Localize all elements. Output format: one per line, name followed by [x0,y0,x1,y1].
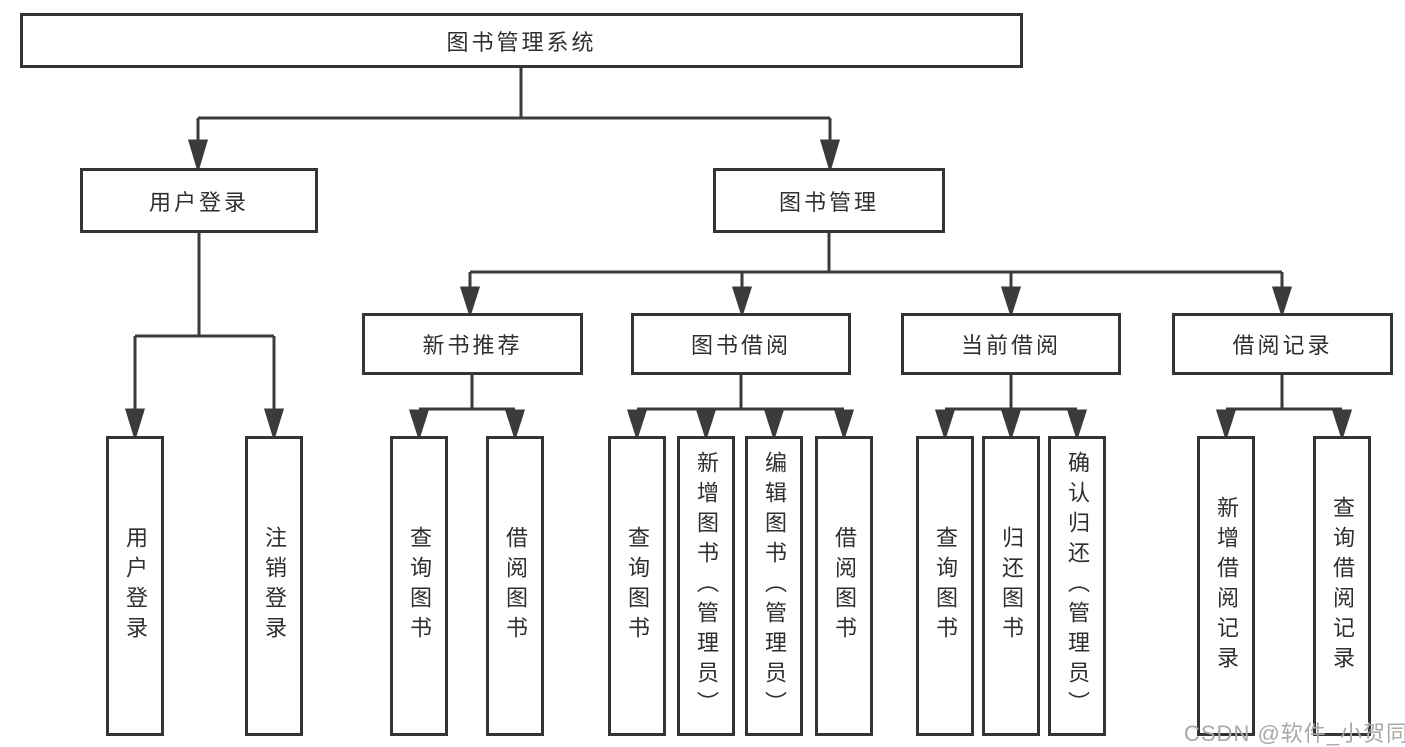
node-book-borrowing: 图书借阅 [631,313,851,375]
node-leaf-add-book-admin: 新增图书（管理员） [677,436,735,736]
node-leaf-edit-book-admin: 编辑图书（管理员） [745,436,803,736]
connector-current-children [934,375,1088,441]
connector-user-login-children [124,233,285,442]
node-root-system: 图书管理系统 [20,13,1023,68]
node-leaf-add-borrow-record: 新增借阅记录 [1197,436,1255,736]
node-leaf-borrow-books-borrowing-label: 借阅图书 [832,526,857,646]
connector-root-to-level2 [187,68,841,174]
watermark: CSDN @软件_小贺同学 [1184,721,1405,746]
node-new-book-recommend: 新书推荐 [362,313,583,375]
node-leaf-query-books-recommend-label: 查询图书 [407,526,432,646]
node-leaf-user-login: 用户登录 [106,436,164,736]
node-leaf-query-books-current-label: 查询图书 [933,526,958,646]
node-leaf-confirm-return-admin: 确认归还（管理员） [1048,436,1106,736]
node-leaf-return-book: 归还图书 [982,436,1040,736]
node-leaf-add-borrow-record-label: 新增借阅记录 [1214,496,1239,676]
node-leaf-edit-book-admin-label: 编辑图书（管理员） [762,451,787,721]
node-current-borrowing: 当前借阅 [901,313,1121,375]
node-leaf-query-books-recommend: 查询图书 [390,436,448,736]
node-root-label: 图书管理系统 [446,29,597,55]
node-new-book-recommend-label: 新书推荐 [422,333,523,358]
node-leaf-confirm-return-admin-label: 确认归还（管理员） [1065,451,1090,721]
node-borrowing-records: 借阅记录 [1172,313,1393,375]
node-user-login-label: 用户登录 [148,189,249,215]
node-leaf-logout: 注销登录 [245,436,303,736]
node-leaf-query-books-borrowing-label: 查询图书 [625,526,650,646]
node-leaf-return-book-label: 归还图书 [999,526,1024,646]
node-leaf-query-borrow-record: 查询借阅记录 [1313,436,1371,736]
node-leaf-query-borrow-record-label: 查询借阅记录 [1330,496,1355,676]
node-leaf-query-books-current: 查询图书 [916,436,974,736]
node-book-borrowing-label: 图书借阅 [690,333,791,358]
node-leaf-logout-label: 注销登录 [262,526,287,646]
node-leaf-user-login-label: 用户登录 [123,526,148,646]
connector-records-children [1215,375,1353,441]
node-current-borrowing-label: 当前借阅 [960,333,1061,358]
node-user-login: 用户登录 [80,168,318,233]
node-book-management: 图书管理 [713,168,945,233]
node-leaf-borrow-books-recommend-label: 借阅图书 [503,526,528,646]
connector-book-management-children [459,233,1293,318]
node-leaf-borrow-books-borrowing: 借阅图书 [815,436,873,736]
node-leaf-add-book-admin-label: 新增图书（管理员） [694,451,719,721]
node-book-management-label: 图书管理 [778,189,879,215]
node-leaf-query-books-borrowing: 查询图书 [608,436,666,736]
node-leaf-borrow-books-recommend: 借阅图书 [486,436,544,736]
connector-recommend-children [408,375,526,441]
node-borrowing-records-label: 借阅记录 [1232,333,1333,358]
connector-borrowing-children [626,375,855,441]
